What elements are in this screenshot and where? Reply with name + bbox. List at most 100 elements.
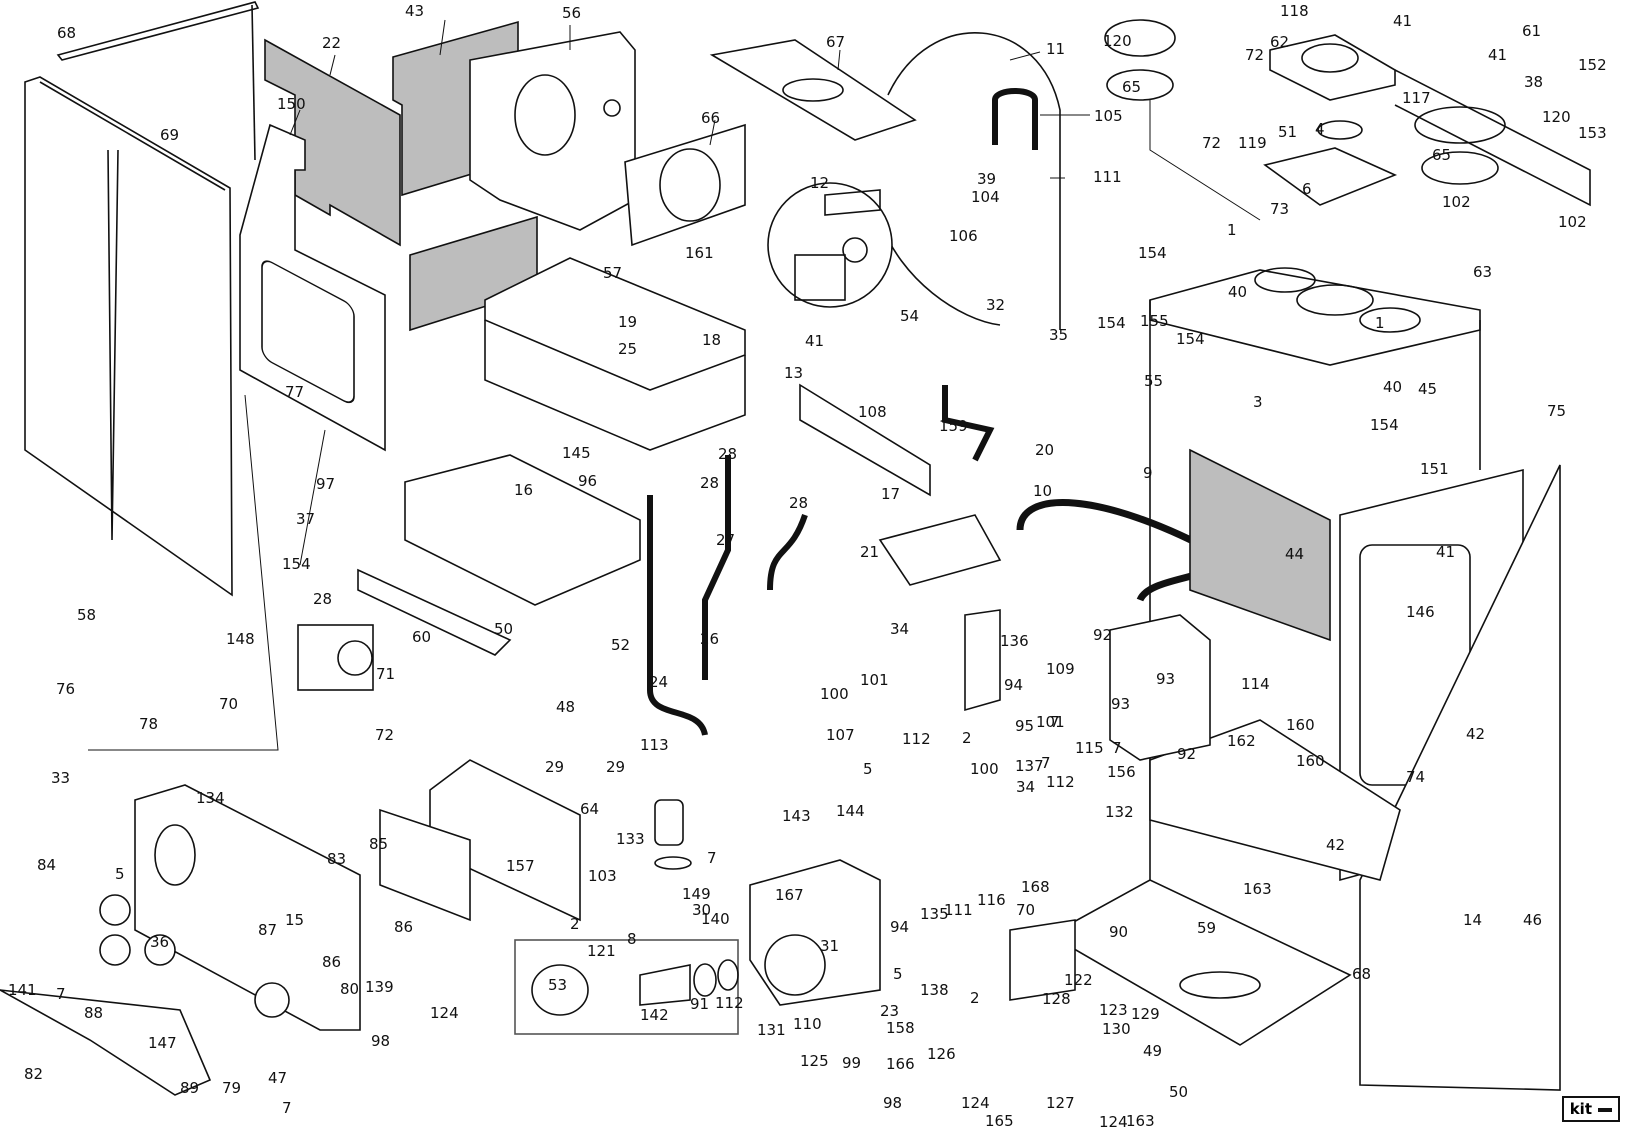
callout: 128	[1042, 990, 1071, 1008]
callout: 136	[1000, 632, 1029, 650]
callout: 109	[1046, 660, 1075, 678]
callout: 9	[1143, 464, 1153, 482]
callout: 142	[640, 1006, 669, 1024]
callout: 33	[51, 769, 71, 787]
callout: 96	[578, 472, 598, 490]
callout: 2	[570, 915, 580, 933]
callout: 144	[836, 802, 865, 820]
callout: 50	[1169, 1083, 1189, 1101]
callout: 56	[562, 4, 582, 22]
callout: 7	[56, 985, 66, 1003]
callout: 118	[1280, 2, 1309, 20]
callout: 101	[1036, 713, 1065, 731]
insulation-panel-22	[264, 38, 401, 247]
callout: 95	[1015, 717, 1035, 735]
callout: 147	[148, 1034, 177, 1052]
callout: 113	[640, 736, 669, 754]
callout: 2	[970, 989, 980, 1007]
callout: 154	[1097, 314, 1126, 332]
callout: 102	[1558, 213, 1587, 231]
callout: 41	[1393, 12, 1413, 30]
callout: 22	[322, 34, 342, 52]
callout: 140	[701, 910, 730, 928]
callout: 163	[1126, 1112, 1155, 1130]
callout: 38	[1524, 73, 1544, 91]
callout: 102	[1442, 193, 1471, 211]
callout: 3	[1253, 393, 1263, 411]
callout: 106	[949, 227, 978, 245]
callout: 122	[1064, 971, 1093, 989]
callout: 116	[977, 891, 1006, 909]
pipe-27	[702, 455, 731, 680]
callout: 61	[1522, 22, 1542, 40]
callout: 15	[285, 911, 305, 929]
callout: 40	[1228, 283, 1248, 301]
kit-bar-icon	[1598, 1107, 1612, 1112]
callout: 146	[1406, 603, 1435, 621]
callout: 148	[226, 630, 255, 648]
ring-4	[1317, 120, 1363, 140]
callout: 100	[970, 760, 999, 778]
callout: 55	[1144, 372, 1164, 390]
callout: 79	[222, 1079, 242, 1097]
callout: 34	[1016, 778, 1036, 796]
callout: 132	[1105, 803, 1134, 821]
callout: 68	[57, 24, 77, 42]
callout: 127	[1046, 1094, 1075, 1112]
valve-block-122	[1009, 919, 1076, 1001]
callout: 110	[793, 1015, 822, 1033]
callout: 13	[784, 364, 804, 382]
diverter-136	[964, 609, 1001, 712]
callout: 133	[616, 830, 645, 848]
callout: 41	[1436, 543, 1456, 561]
callout: 53	[548, 976, 568, 994]
callout: 78	[139, 715, 159, 733]
callout: 71	[376, 665, 396, 683]
callout: 25	[618, 340, 638, 358]
callout: 60	[412, 628, 432, 646]
callout: 2	[962, 729, 972, 747]
callout: 135	[920, 905, 949, 923]
pump-body	[749, 859, 881, 1006]
callout: 7	[1112, 739, 1122, 757]
plate-6	[1263, 147, 1398, 206]
callout: 74	[1406, 768, 1426, 786]
callout: 24	[649, 673, 669, 691]
callout: 151	[1420, 460, 1449, 478]
callout: 39	[977, 170, 997, 188]
callout: 124	[1099, 1113, 1128, 1131]
callout: 154	[282, 555, 311, 573]
callout: 124	[961, 1094, 990, 1112]
callout: 72	[1245, 46, 1265, 64]
callout: 90	[1109, 923, 1129, 941]
callout: 52	[611, 636, 631, 654]
pump-kit-box	[514, 939, 739, 1035]
callout: 108	[858, 403, 887, 421]
callout: 14	[1463, 911, 1483, 929]
callout: 83	[327, 850, 347, 868]
callout: 35	[1049, 326, 1069, 344]
callout: 157	[506, 857, 535, 875]
callout: 94	[1004, 676, 1024, 694]
rear-panel-right	[251, 4, 256, 161]
callout: 41	[805, 332, 825, 350]
callout: 111	[944, 901, 973, 919]
callout: 37	[296, 510, 316, 528]
callout: 119	[1238, 134, 1267, 152]
expansion-vessel	[887, 32, 1061, 330]
callout: 21	[860, 543, 880, 561]
callout: 16	[514, 481, 534, 499]
callout: 7	[707, 849, 717, 867]
callout: 27	[716, 531, 736, 549]
callout: 41	[1488, 46, 1508, 64]
callout: 28	[700, 474, 720, 492]
callout: 155	[1140, 312, 1169, 330]
callout: 107	[826, 726, 855, 744]
callout: 91	[690, 995, 710, 1013]
fan	[767, 182, 893, 308]
callout: 8	[627, 930, 637, 948]
pipe-105	[992, 88, 1038, 150]
callout: 124	[430, 1004, 459, 1022]
callout: 117	[1402, 89, 1431, 107]
